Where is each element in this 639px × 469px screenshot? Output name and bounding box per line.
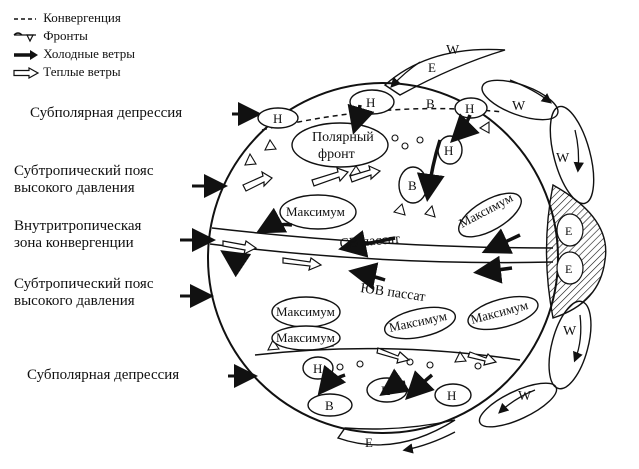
maximum-south-4-ellipse — [467, 295, 539, 331]
high-label-s1: В — [325, 398, 334, 413]
low-label-s1: Н — [313, 361, 322, 376]
legend-convergence: Конвергенция — [12, 10, 121, 25]
itcz-line-bottom — [209, 243, 554, 264]
globe-text: Полярный фронт СВ пассат ЮВ пассат Макси… — [273, 43, 577, 450]
dashed-line-icon — [14, 18, 36, 20]
low-south-3-loop — [434, 383, 472, 407]
low-north-1-loop — [257, 107, 299, 129]
east-hatched-region — [545, 183, 607, 319]
label-itcz-1: Внутритропическая — [14, 218, 142, 234]
ne-trade-label: СВ пассат — [339, 232, 401, 252]
westerly-loop-north — [383, 48, 506, 96]
cold-wind-arrows — [220, 103, 521, 400]
low-label-n4: Н — [444, 143, 453, 158]
label-subpolar-south: Субполярная депрессия — [27, 367, 180, 383]
legend-warm-winds: Теплые ветры — [12, 64, 121, 80]
maximum-label-s1: Максимум — [276, 304, 335, 319]
legend-fronts: Фронты — [12, 28, 88, 44]
east-cell-2 — [556, 251, 584, 285]
east-label-1: E — [428, 60, 436, 75]
polar-front-label-2: фронт — [318, 147, 355, 162]
easterly-loop-south — [336, 419, 456, 446]
maximum-label-n1: Максимум — [286, 204, 345, 219]
label-subtropical-south-2: высокого давления — [14, 293, 135, 309]
westerly-cell-3 — [548, 300, 592, 390]
westerly-cell-2 — [549, 105, 595, 205]
label-subtropical-north-2: высокого давления — [14, 180, 135, 196]
low-label-s3: Н — [447, 388, 456, 403]
west-label-5: W — [518, 389, 532, 404]
label-subtropical-north-1: Субтропический пояс — [14, 163, 154, 179]
legend-convergence-label: Конвергенция — [43, 10, 121, 25]
pointer-arrows — [180, 102, 262, 388]
legend-cold-winds: Холодные ветры — [12, 46, 135, 61]
low-label-s2: Н — [381, 383, 390, 398]
westerly-cell-1 — [481, 79, 559, 121]
east-label-3: E — [565, 262, 572, 276]
legend-fronts-label: Фронты — [43, 28, 88, 43]
se-trade-label: ЮВ пассат — [359, 281, 426, 305]
east-label-4: E — [365, 435, 373, 450]
front-line-icon — [13, 32, 36, 43]
west-label-1: W — [446, 43, 460, 58]
westerly-cell-4 — [478, 382, 558, 428]
low-label-n2: Н — [366, 95, 375, 110]
west-label-3: W — [556, 151, 570, 166]
label-subpolar-north: Субполярная депрессия — [30, 105, 183, 121]
warm-wind-arrow-icon — [13, 66, 40, 80]
maximum-south-2-ellipse — [271, 325, 341, 351]
outer-wind-arrows — [390, 61, 584, 454]
warm-wind-arrows — [222, 164, 498, 366]
low-label-n3: Н — [465, 101, 474, 116]
cold-wind-arrow-icon — [14, 50, 38, 61]
low-label-n1: Н — [273, 111, 282, 126]
west-label-2: W — [512, 99, 526, 114]
east-label-2: E — [565, 224, 572, 238]
label-subtropical-south-1: Субтропический пояс — [14, 276, 154, 292]
high-label-n2: В — [408, 178, 417, 193]
polar-front-label-1: Полярный — [312, 130, 374, 145]
east-cell-1 — [556, 213, 584, 247]
label-itcz-2: зона конвергенции — [14, 235, 134, 251]
high-label-n1: В — [426, 96, 435, 111]
west-label-4: W — [563, 324, 577, 339]
maximum-south-3-ellipse — [383, 306, 457, 340]
legend-warm-winds-label: Теплые ветры — [43, 64, 121, 79]
maximum-label-s2: Максимум — [276, 330, 335, 345]
maximum-north-2-ellipse — [458, 192, 522, 238]
polar-front-south — [254, 347, 521, 361]
legend-cold-winds-label: Холодные ветры — [43, 46, 135, 61]
